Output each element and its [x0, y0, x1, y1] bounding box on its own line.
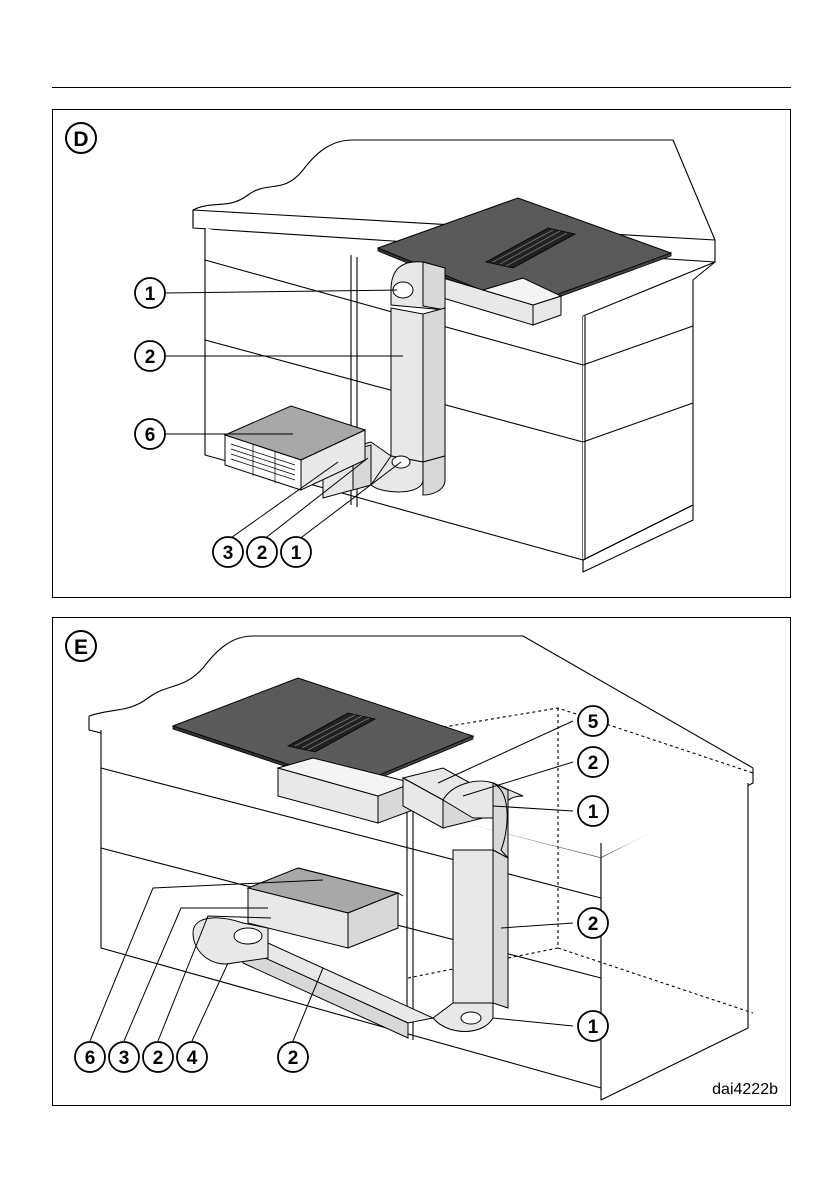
- svg-text:2: 2: [588, 753, 599, 774]
- callout-1-top: 1: [135, 278, 165, 308]
- svg-text:1: 1: [588, 802, 599, 823]
- header-rule: [52, 87, 791, 88]
- callout-1-lower: 1: [578, 1011, 608, 1041]
- figure-panel-d: D 1 2 6 3 2 1: [52, 109, 791, 598]
- svg-text:3: 3: [223, 543, 234, 564]
- svg-text:5: 5: [588, 712, 599, 733]
- svg-text:2: 2: [588, 914, 599, 935]
- callout-6-bottom: 6: [75, 1042, 105, 1072]
- callout-2-upper: 2: [578, 747, 608, 777]
- svg-text:3: 3: [119, 1048, 130, 1069]
- callout-3-bottom: 3: [213, 537, 243, 567]
- svg-text:1: 1: [588, 1017, 599, 1038]
- svg-text:1: 1: [145, 284, 156, 305]
- svg-text:D: D: [73, 128, 88, 151]
- figure-code: dai4222b: [712, 1081, 778, 1099]
- panel-e-badge: E: [66, 631, 96, 661]
- callout-1-upper: 1: [578, 796, 608, 826]
- callout-5-connector: 5: [578, 706, 608, 736]
- panel-d-badge: D: [66, 123, 96, 153]
- svg-text:1: 1: [291, 543, 302, 564]
- svg-text:2: 2: [288, 1048, 299, 1069]
- svg-text:2: 2: [153, 1048, 164, 1069]
- svg-text:E: E: [74, 636, 88, 659]
- svg-text:2: 2: [145, 347, 156, 368]
- callout-1-bottom: 1: [281, 537, 311, 567]
- svg-text:4: 4: [187, 1048, 198, 1069]
- callout-2-duct: 2: [135, 341, 165, 371]
- callout-6-module: 6: [135, 419, 165, 449]
- callout-2-duct-bottom: 2: [278, 1042, 308, 1072]
- svg-text:2: 2: [257, 543, 268, 564]
- callout-2-vertical: 2: [578, 908, 608, 938]
- figure-panel-e: E 5 2 1 2 1 6 3: [52, 617, 791, 1106]
- callout-4-bottom: 4: [177, 1042, 207, 1072]
- callout-2-bottom: 2: [247, 537, 277, 567]
- installation-diagram-e: E 5 2 1 2 1 6 3: [53, 618, 792, 1107]
- callout-2-bottom: 2: [143, 1042, 173, 1072]
- svg-text:6: 6: [85, 1048, 96, 1069]
- svg-text:6: 6: [145, 425, 156, 446]
- installation-diagram-d: D 1 2 6 3 2 1: [53, 110, 792, 599]
- callout-3-bottom: 3: [109, 1042, 139, 1072]
